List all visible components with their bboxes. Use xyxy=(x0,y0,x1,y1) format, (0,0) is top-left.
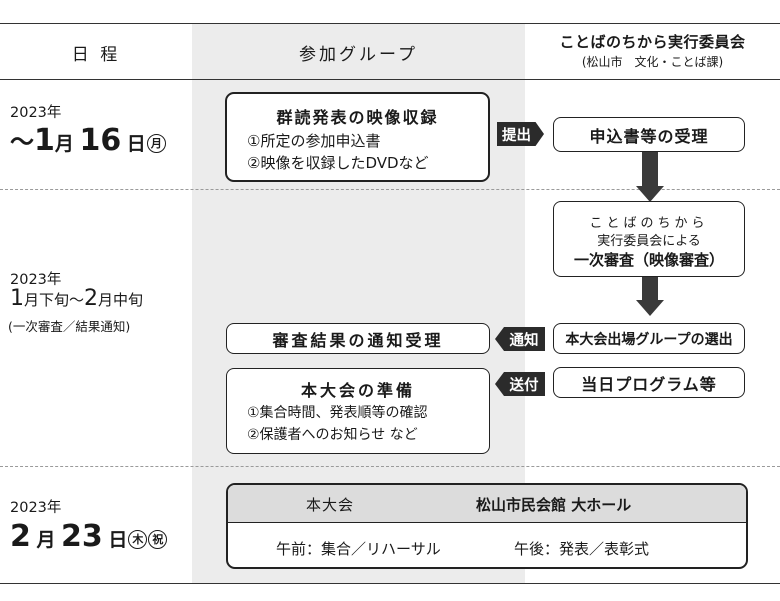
group-selection-box: 本大会出場グループの選出 xyxy=(553,323,745,354)
phase-divider-1 xyxy=(0,189,780,190)
phase3-year: 2023年 xyxy=(10,500,62,516)
program-box: 当日プログラム等 xyxy=(553,367,745,398)
phase2-period-text-1: 月下旬〜 xyxy=(24,291,85,309)
preparation-item-1: ①集合時間、発表順等の確認 xyxy=(247,405,428,421)
phase1-date: 〜1月 16 日月 xyxy=(10,122,166,158)
video-recording-item-2: ②映像を収録したDVDなど xyxy=(247,154,429,172)
phase2-period: 1月下旬〜2月中旬 xyxy=(10,286,143,311)
header-committee: ことばのちから実行委員会 xyxy=(559,33,746,51)
preparation-item-2: ②保護者へのお知らせ など xyxy=(247,427,418,443)
preparation-box: 本大会の準備 ①集合時間、発表順等の確認 ②保護者へのお知らせ など xyxy=(226,368,490,454)
video-recording-title: 群読発表の映像収録 xyxy=(276,108,439,127)
first-review-line-1: ことばのちから xyxy=(589,216,709,231)
phase2-month-2: 2 xyxy=(84,286,99,311)
phase3-month-unit: 月 xyxy=(36,529,56,551)
phase-divider-2 xyxy=(0,466,780,467)
phase1-day-unit: 日 xyxy=(126,133,146,155)
phase2-month-1: 1 xyxy=(10,286,24,311)
header-schedule: 日 程 xyxy=(71,45,121,65)
main-event-box: 本大会 松山市民会館 大ホール 午前：集合／リハーサル 午後：発表／表彰式 xyxy=(226,483,748,569)
result-notice-box: 審査結果の通知受理 xyxy=(226,323,490,354)
header-group: 参加グループ xyxy=(299,45,418,65)
phase1-day: 16 xyxy=(79,123,122,158)
main-event-morning: 午前：集合／リハーサル xyxy=(276,540,441,558)
header-rule xyxy=(0,79,780,80)
send-tag: 送付 xyxy=(495,372,545,396)
first-review-box: ことばのちから 実行委員会による 一次審査（映像審査） xyxy=(553,201,745,277)
main-event-header xyxy=(228,485,746,523)
first-review-line-2: 実行委員会による xyxy=(597,234,701,249)
phase3-day-unit: 日 xyxy=(108,529,128,551)
application-receipt-box: 申込書等の受理 xyxy=(553,117,745,152)
notify-tag: 通知 xyxy=(495,327,545,351)
phase1-weekday: 月 xyxy=(146,134,166,153)
header-committee-sub: (松山市 文化・ことば課) xyxy=(581,55,724,69)
phase1-year: 2023年 xyxy=(10,105,62,121)
phase1-month: 1 xyxy=(34,123,55,158)
phase3-day: 23 xyxy=(61,519,103,554)
first-review-line-3: 一次審査（映像審査） xyxy=(573,251,724,269)
top-rule xyxy=(0,23,780,24)
preparation-title: 本大会の準備 xyxy=(300,381,415,400)
phase1-month-unit: 月 xyxy=(54,133,74,155)
main-event-venue: 松山市民会館 大ホール xyxy=(476,496,632,514)
phase3-date: 2 月 23 日木祝 xyxy=(10,519,168,554)
phase1-date-prefix: 〜 xyxy=(10,128,34,156)
phase3-holiday: 祝 xyxy=(148,530,168,549)
phase3-weekday: 木 xyxy=(128,530,148,549)
main-event-title: 本大会 xyxy=(306,496,355,514)
submit-tag: 提出 xyxy=(497,122,544,146)
video-recording-item-1: ①所定の参加申込書 xyxy=(247,132,381,150)
phase2-period-text-2: 月中旬 xyxy=(98,291,144,309)
bottom-rule xyxy=(0,583,780,584)
phase2-year: 2023年 xyxy=(10,272,62,288)
main-event-afternoon: 午後：発表／表彰式 xyxy=(514,540,650,558)
video-recording-box: 群読発表の映像収録 ①所定の参加申込書 ②映像を収録したDVDなど xyxy=(225,92,490,182)
phase3-month: 2 xyxy=(10,519,31,554)
arrow-down-icon xyxy=(636,152,664,202)
arrow-down-icon xyxy=(636,276,664,316)
phase2-note: (一次審査／結果通知) xyxy=(8,319,131,334)
